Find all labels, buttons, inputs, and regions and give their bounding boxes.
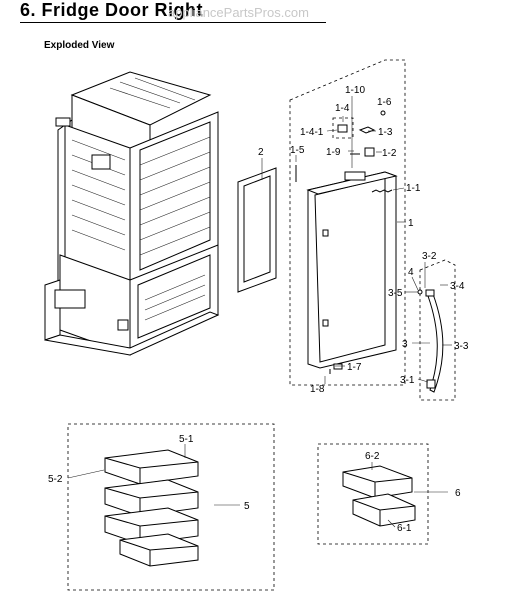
callout-1-1: 1-1	[406, 183, 421, 194]
callout-5-2: 5-2	[48, 474, 63, 485]
callout-3-5: 3-5	[388, 288, 403, 299]
callout-labels: 1-10 1-4 1-6 1-4-1 1-3 1-9 1-2 1-5 2 1-1…	[48, 85, 469, 534]
diagram-subtitle: Exploded View	[44, 40, 115, 51]
callout-3-1: 3-1	[400, 375, 415, 386]
door-stop-spring	[371, 189, 393, 193]
door-bins-group-outline	[67, 423, 275, 591]
leader-lines	[67, 96, 452, 528]
dairy-bins	[342, 465, 416, 527]
door-handle	[417, 259, 456, 401]
callout-1-4: 1-4	[335, 103, 350, 114]
door-assembly-outline	[289, 59, 406, 386]
callout-1-2: 1-2	[382, 148, 397, 159]
title-underline	[20, 22, 326, 23]
callout-1-3: 1-3	[378, 127, 393, 138]
callout-1-10: 1-10	[345, 85, 365, 96]
callout-1: 1	[408, 218, 414, 229]
callout-4: 4	[408, 267, 414, 278]
callout-3-2: 3-2	[422, 251, 437, 262]
callout-5-1: 5-1	[179, 434, 194, 445]
callout-1-8: 1-8	[310, 384, 325, 395]
refrigerator-cabinet	[44, 71, 220, 356]
callout-1-5: 1-5	[290, 145, 305, 156]
callout-5: 5	[244, 501, 250, 512]
callout-3-4: 3-4	[450, 281, 465, 292]
callout-2: 2	[258, 147, 264, 158]
callout-1-6: 1-6	[377, 97, 392, 108]
bottom-hinge-parts	[329, 363, 343, 374]
callout-1-7: 1-7	[347, 362, 362, 373]
callout-6: 6	[455, 488, 461, 499]
hinge-cover-parts	[332, 110, 386, 157]
dairy-bins-group-outline	[317, 443, 429, 545]
fridge-door	[306, 171, 398, 369]
watermark: appliancePartsPros.com	[168, 5, 309, 20]
callout-1-9: 1-9	[326, 147, 341, 158]
callout-1-4-1: 1-4-1	[300, 127, 324, 138]
door-bins	[104, 449, 199, 567]
page-title: 6. Fridge Door Right	[20, 0, 203, 20]
callout-6-2: 6-2	[365, 451, 380, 462]
callout-6-1: 6-1	[397, 523, 412, 534]
callout-3-3: 3-3	[454, 341, 469, 352]
door-gasket	[237, 167, 277, 293]
callout-3: 3	[402, 339, 408, 350]
